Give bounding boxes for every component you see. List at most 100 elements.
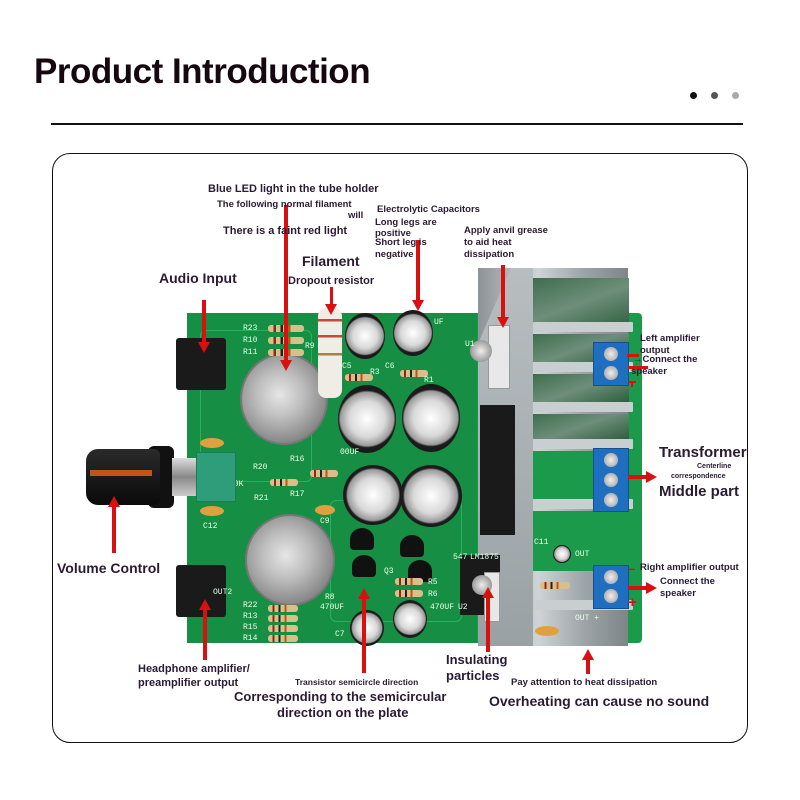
label-corresponding-1: Corresponding to the semicircular: [234, 689, 447, 704]
capacitor-large-4: [400, 465, 462, 527]
transformer-terminal: [593, 448, 629, 512]
silk-label: LM1875: [470, 553, 499, 562]
arrow-volume-control: [112, 507, 116, 553]
label-centerline-1: Centerline: [697, 463, 732, 470]
silk-label: R22: [243, 601, 258, 610]
plus-marker-left: [631, 381, 633, 387]
resistor: [395, 578, 423, 585]
transistor-q1: [350, 528, 374, 550]
label-left-amp-3: →Connect the: [633, 354, 698, 365]
resistor: [540, 582, 570, 589]
screw-icon: [604, 366, 618, 380]
heatsink-fin: [533, 600, 633, 610]
resistor: [268, 625, 298, 632]
silk-label: R23: [243, 324, 258, 333]
silk-label: C5: [342, 362, 352, 371]
arrow-head-icon: [497, 317, 509, 328]
page-title: Product Introduction: [34, 52, 371, 91]
arrow-blue-led: [284, 205, 288, 360]
label-right-amp: Right amplifier output: [640, 562, 739, 573]
arrow-head-icon: [582, 649, 594, 660]
label-middle-part: Middle part: [659, 483, 740, 500]
label-left-amp-4: speaker: [631, 366, 667, 377]
silk-label: 470UF: [320, 603, 345, 612]
volume-knob-indicator: [90, 470, 152, 476]
label-headphone-1: Headphone amplifier/: [138, 663, 250, 675]
label-insulating-1: Insulating: [446, 652, 508, 667]
label-filament: Filament: [302, 253, 360, 269]
silk-label: C12: [203, 522, 218, 531]
resistor: [268, 635, 298, 642]
silk-label: R20: [253, 463, 268, 472]
label-corresponding-2: direction on the plate: [277, 705, 409, 720]
label-insulating-2: particles: [446, 668, 500, 683]
arrow-head-icon: [199, 599, 211, 610]
label-anvil-3: dissipation: [464, 249, 515, 260]
pager-dot-3[interactable]: [732, 92, 739, 99]
heatsink-fin: [533, 322, 633, 332]
arrow-head-icon: [108, 496, 120, 507]
resistor: [268, 615, 298, 622]
right-speaker-terminal: [593, 565, 629, 609]
heatsink-fin-gap: [533, 278, 629, 328]
minus-marker-left: [627, 354, 639, 357]
volume-knob: [86, 449, 160, 505]
silk-label: R16: [290, 455, 305, 464]
resistor: [270, 479, 298, 486]
label-electrolytic: Electrolytic Capacitors: [377, 204, 480, 215]
silk-label: U1: [465, 340, 475, 349]
pager-dot-1[interactable]: [690, 92, 697, 99]
silk-label: 00UF: [340, 448, 360, 457]
heatsink-fin: [533, 439, 633, 449]
silk-label: OUT: [575, 550, 590, 559]
label-left-amp-2: output: [640, 345, 670, 356]
capacitor-large-2: [402, 384, 460, 452]
label-heat-attention: Pay attention to heat dissipation: [511, 677, 658, 688]
heatsink-fin: [533, 362, 633, 372]
arrow-head-icon: [358, 588, 370, 599]
resistor: [400, 370, 428, 377]
arrow-head-icon: [646, 471, 657, 483]
screw-icon: [604, 347, 618, 361]
transistor-q3: [352, 555, 376, 577]
arrow-transistor: [362, 598, 366, 673]
arrow-head-icon: [646, 582, 657, 594]
silk-label: R6: [428, 590, 438, 599]
label-centerline-2: correspondence: [671, 473, 726, 480]
silk-label: R13: [243, 612, 258, 621]
amplifier-ic-left: [480, 405, 515, 535]
ceramic-capacitor: [200, 506, 224, 516]
insulating-pad-top: [488, 325, 510, 389]
arrow-heat-dissipation: [586, 659, 590, 674]
ceramic-capacitor: [535, 626, 559, 636]
silk-label: C9: [320, 517, 330, 526]
minus-sign-right: –: [628, 561, 636, 576]
pager-dots: [690, 92, 739, 99]
capacitor-c5: [345, 313, 385, 359]
label-right-connect-2: speaker: [660, 588, 696, 599]
label-dropout: Dropout resistor: [288, 275, 375, 287]
silk-label: C11: [534, 538, 549, 547]
silk-label: Q3: [384, 567, 394, 576]
label-short-leg-1: Short leg is: [375, 237, 427, 248]
silk-label: R5: [428, 578, 438, 587]
label-blue-led: Blue LED light in the tube holder: [208, 183, 379, 195]
label-filament-line1: The following normal filament: [217, 199, 352, 210]
label-audio-input: Audio Input: [159, 270, 237, 286]
resistor: [310, 470, 338, 477]
vacuum-tube-bottom: [245, 514, 335, 606]
silk-label: R10: [243, 336, 258, 345]
label-anvil-2: to aid heat: [464, 237, 512, 248]
header-divider: [51, 123, 743, 125]
pager-dot-2[interactable]: [711, 92, 718, 99]
resistor: [395, 590, 423, 597]
capacitor-c6: [393, 310, 433, 356]
label-filament-line2: will: [348, 210, 364, 221]
screw-icon: [604, 473, 618, 487]
arrow-left-amp: [628, 366, 648, 369]
screw-icon: [470, 340, 492, 362]
capacitor-c11: [553, 545, 571, 563]
screw-icon: [604, 453, 618, 467]
potentiometer: [196, 452, 236, 502]
heatsink-fin: [533, 402, 633, 412]
